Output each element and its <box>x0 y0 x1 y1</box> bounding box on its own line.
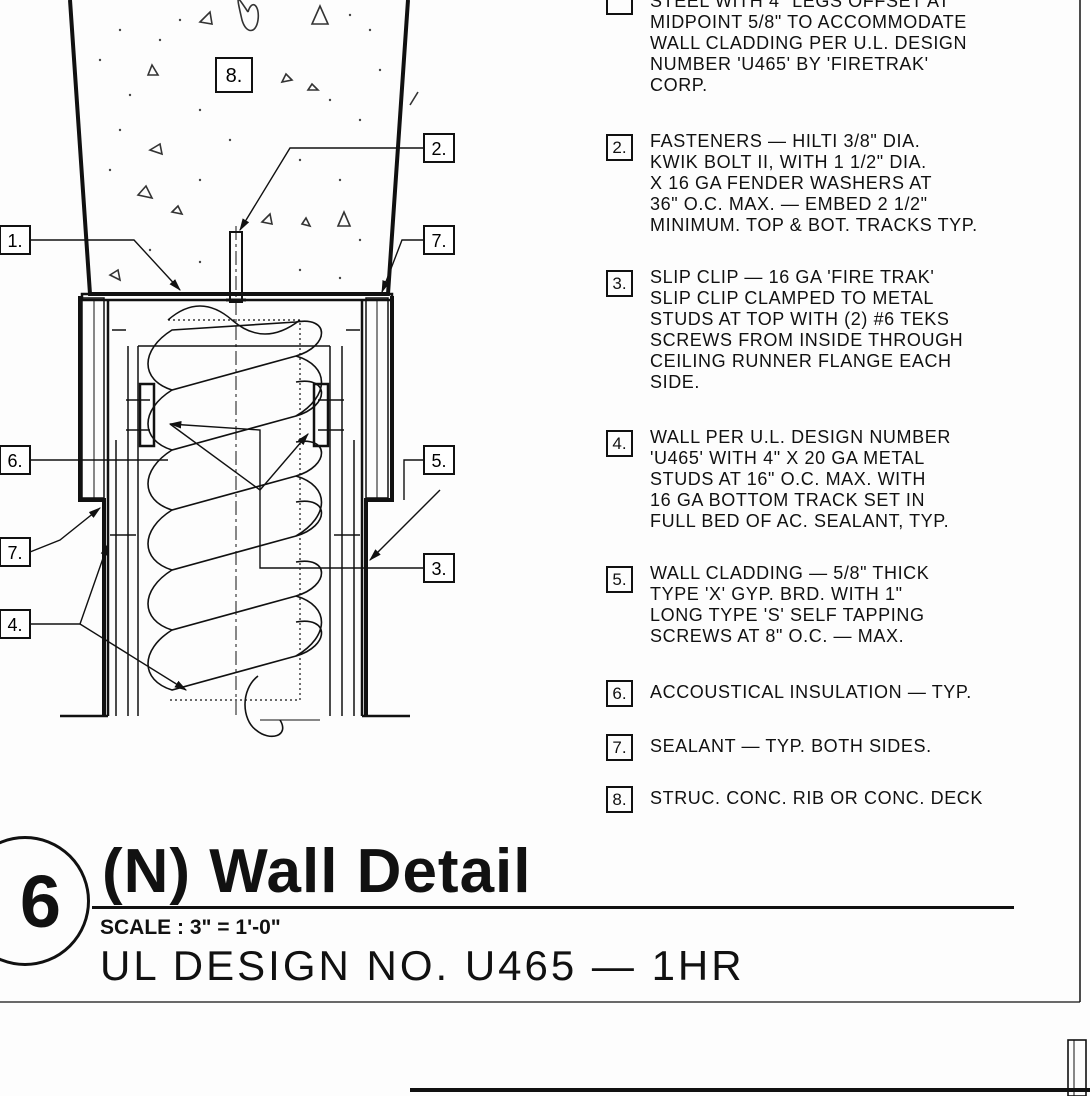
svg-text:7.: 7. <box>7 543 22 563</box>
concrete-stipple <box>98 13 382 280</box>
keynote-text: ACCOUSTICAL INSULATION — TYP. <box>650 682 972 702</box>
keynote-text: SLIP CLIP — 16 GA 'FIRE TRAK' SLIP CLIP … <box>650 267 964 392</box>
callout-tags: 1. 2. 7. 8. 6. 5. <box>0 57 455 639</box>
leader-lines <box>29 147 441 691</box>
svg-text:6.: 6. <box>7 451 22 471</box>
keynote-number: 3. <box>606 270 633 297</box>
title-underline <box>92 906 1014 909</box>
svg-text:4.: 4. <box>7 615 22 635</box>
svg-text:2.: 2. <box>431 139 446 159</box>
svg-text:1.: 1. <box>7 231 22 251</box>
keynote-number: 6. <box>606 680 633 707</box>
callout-1: 1. <box>0 225 31 255</box>
keynote-text: STRUC. CONC. RIB OR CONC. DECK <box>650 788 984 808</box>
detail-subtitle: UL DESIGN NO. U465 — 1HR <box>100 942 745 989</box>
callout-5: 5. <box>423 445 455 475</box>
callout-8: 8. <box>215 57 253 93</box>
callout-2: 2. <box>423 133 455 163</box>
svg-text:3.: 3. <box>431 559 446 579</box>
detail-scale: SCALE : 3" = 1'-0" <box>100 916 281 939</box>
keynote-text: WALL CLADDING — 5/8" THICK TYPE 'X' GYP.… <box>650 563 930 646</box>
keynote-text: WALL PER U.L. DESIGN NUMBER 'U465' WITH … <box>650 427 951 531</box>
callout-7-bottom: 7. <box>0 537 31 567</box>
keynote-text: STEEL WITH 4" LEGS OFFSET AT MIDPOINT 5/… <box>650 0 968 95</box>
detail-title: (N) Wall Detail <box>102 837 532 906</box>
keynote-text: SEALANT — TYP. BOTH SIDES. <box>650 736 932 756</box>
aggregate-marks <box>108 0 419 282</box>
keynote-number: 8. <box>606 786 633 813</box>
keynote-number: 5. <box>606 566 633 593</box>
callout-4: 4. <box>0 609 31 639</box>
callout-7-top: 7. <box>423 225 455 255</box>
insulation-batt <box>147 320 323 691</box>
keynote-number: 4. <box>606 430 633 457</box>
callout-6: 6. <box>0 445 31 475</box>
detail-number: 6 <box>19 860 61 943</box>
svg-text:5.: 5. <box>431 451 446 471</box>
callout-3: 3. <box>423 553 455 583</box>
keynote-number: 7. <box>606 734 633 761</box>
svg-text:7.: 7. <box>431 231 446 251</box>
keynote-number <box>606 0 633 15</box>
keynote-text: FASTENERS — HILTI 3/8" DIA. KWIK BOLT II… <box>650 131 978 235</box>
svg-text:8.: 8. <box>226 65 243 87</box>
keynote-number: 2. <box>606 134 633 161</box>
concrete-rib <box>68 0 419 296</box>
